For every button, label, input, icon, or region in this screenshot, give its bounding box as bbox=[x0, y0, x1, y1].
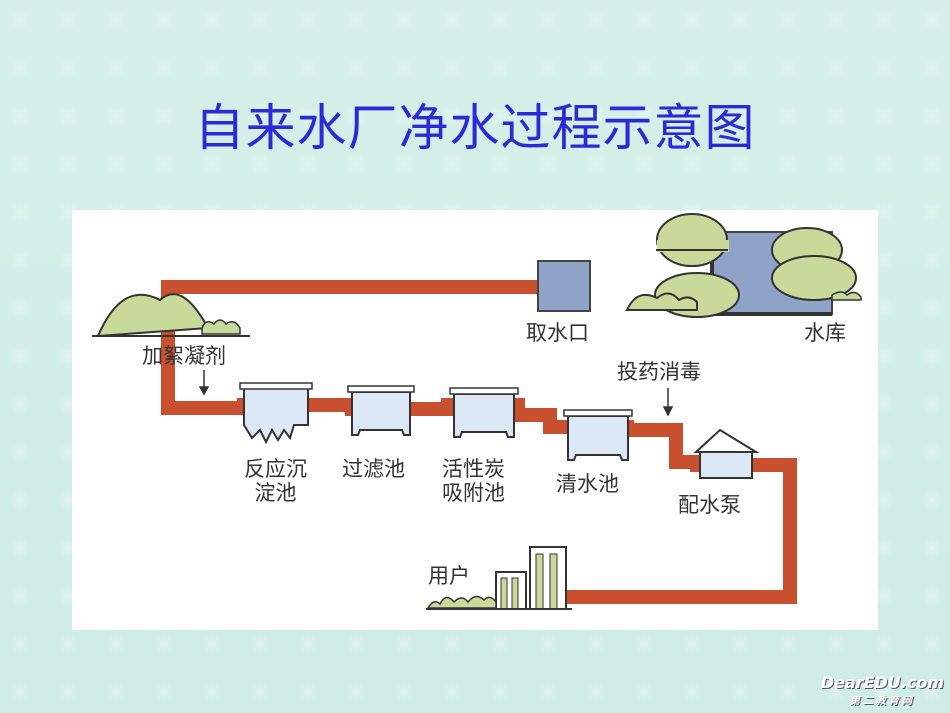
user-buildings bbox=[426, 546, 572, 610]
label-user: 用户 bbox=[428, 564, 470, 588]
label-coagulant: 加絮凝剂 bbox=[142, 344, 226, 368]
pump-house bbox=[693, 428, 760, 479]
label-carbon: 活性炭 吸附池 bbox=[442, 457, 505, 505]
filter-tank bbox=[347, 385, 415, 436]
carbon-tank bbox=[449, 387, 519, 438]
page-title: 自来水厂净水过程示意图 bbox=[194, 99, 756, 157]
diagram-panel: 加絮凝剂 取水口 水库 投药消毒 反应沉 淀池 过滤池 活性炭 吸附池 清水池 … bbox=[72, 210, 878, 630]
label-carbon-line1: 活性炭 bbox=[442, 457, 505, 481]
label-filter: 过滤池 bbox=[342, 457, 405, 481]
watermark-line2: 第二教育网 bbox=[849, 696, 915, 707]
sedimentation-tank bbox=[239, 382, 313, 445]
clear-water-tank bbox=[563, 409, 633, 461]
watermark-line1: DearEDU.com bbox=[820, 673, 944, 692]
intake-box bbox=[537, 260, 591, 312]
coagulant-arrow bbox=[198, 370, 210, 396]
watermark-logo: DearEDU.com 第二教育网 bbox=[821, 673, 944, 707]
coagulant-hill bbox=[92, 293, 250, 338]
label-clear-water: 清水池 bbox=[556, 472, 619, 496]
process-diagram bbox=[92, 213, 862, 610]
label-pump: 配水泵 bbox=[678, 493, 741, 517]
label-carbon-line2: 吸附池 bbox=[442, 481, 505, 505]
label-sedimentation-line2: 淀池 bbox=[254, 481, 297, 505]
disinfect-arrow bbox=[662, 388, 674, 417]
label-sedimentation: 反应沉 淀池 bbox=[244, 457, 307, 505]
label-disinfect: 投药消毒 bbox=[617, 360, 701, 384]
reservoir bbox=[625, 213, 862, 318]
label-sedimentation-line1: 反应沉 bbox=[244, 457, 307, 481]
water-pipe bbox=[161, 280, 797, 604]
label-reservoir: 水库 bbox=[804, 321, 846, 345]
label-intake: 取水口 bbox=[526, 321, 589, 345]
